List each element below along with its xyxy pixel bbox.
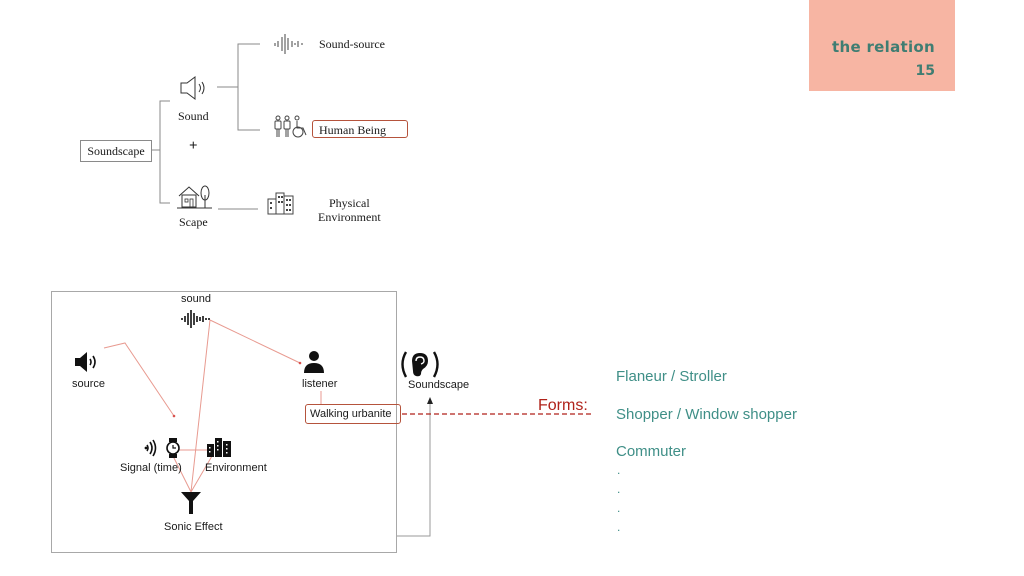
top-tree-lines [150, 43, 260, 210]
physical-label: Physical [329, 196, 370, 210]
form-item-shopper: Shopper / Window shopper [616, 406, 797, 423]
soundscape-model-frame [51, 291, 397, 553]
speaker-outline-icon [180, 76, 205, 100]
waveform-outline-icon [274, 34, 303, 54]
root-branch [159, 100, 170, 204]
house-tree-icon [177, 185, 212, 209]
people-icon [274, 115, 307, 138]
watch-signal-icon [144, 438, 180, 458]
environment-label: Environment [318, 210, 381, 224]
ear-icon [401, 351, 439, 378]
ellipsis-dot: . [617, 501, 621, 515]
sound-to-listener-line [209, 319, 301, 364]
environment-node-label: Environment [205, 462, 267, 474]
source-label: source [72, 378, 106, 390]
ellipsis-dot: . [617, 463, 621, 477]
forms-label: Forms: [538, 397, 588, 414]
feedback-arrowhead [427, 397, 433, 404]
listener-label: listener [302, 378, 338, 390]
sound-to-effect-line [190, 319, 211, 493]
waveform-icon [181, 310, 210, 328]
sound-source-label: Sound-source [319, 37, 385, 51]
signal-label: Signal (time) [120, 462, 182, 474]
buildings-icon [207, 438, 231, 457]
funnel-icon [181, 492, 201, 514]
section-title: the relation [832, 38, 935, 56]
walking-urbanite-box: Walking urbanite [305, 404, 401, 424]
human-being-box: Human Being [312, 120, 408, 138]
page-number: 15 [915, 63, 935, 79]
ellipsis-dot: . [617, 520, 621, 534]
person-icon [304, 351, 324, 373]
scape-label: Scape [179, 215, 208, 229]
speaker-icon [75, 352, 96, 372]
soundscape-root-box: Soundscape [80, 140, 152, 162]
section-tag: the relation 15 [809, 0, 955, 91]
sonic-effect-label: Sonic Effect [164, 521, 223, 533]
feedback-line [397, 402, 431, 537]
source-to-signal-line [103, 342, 175, 417]
sound-branch [237, 43, 260, 131]
sound-node-label: sound [181, 293, 211, 305]
plus-sign: + [189, 138, 198, 154]
flow-lines [103, 319, 322, 494]
buildings-outline-icon [267, 192, 294, 215]
form-item-flaneur: Flaneur / Stroller [616, 368, 727, 385]
arrow-heads [172, 361, 302, 418]
sound-label: Sound [178, 109, 209, 123]
ellipsis-dot: . [617, 482, 621, 496]
form-item-commuter: Commuter [616, 443, 687, 460]
soundscape-node-label: Soundscape [408, 379, 470, 391]
